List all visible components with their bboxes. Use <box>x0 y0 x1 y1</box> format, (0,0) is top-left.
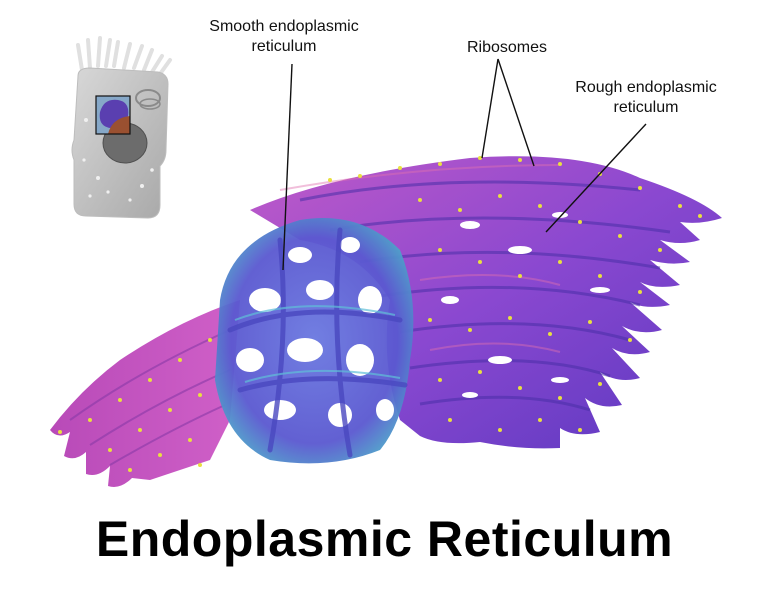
smooth-er-label-line2: reticulum <box>251 38 317 55</box>
smooth-er-pointer <box>282 63 293 271</box>
cell-inset <box>71 36 172 219</box>
microvilli <box>76 36 172 76</box>
ribosome-pointer-2 <box>497 58 535 167</box>
ribosomes-label-line1: Ribosomes <box>466 39 548 56</box>
ribosome-pointer-1 <box>481 58 499 159</box>
diagram-title: Endoplasmic Reticulum <box>95 511 674 567</box>
rough-er-label-line2: reticulum <box>613 99 679 116</box>
rough-er-left <box>50 300 240 487</box>
smooth-er-network <box>215 218 414 464</box>
inset-highlight-box <box>95 95 131 135</box>
rough-er-pointer <box>545 123 647 233</box>
smooth-er-label-line1: Smooth endoplasmic <box>209 18 359 35</box>
leader-lines <box>282 58 647 271</box>
rough-er-label-line1: Rough endoplasmic <box>575 79 717 96</box>
smooth-er-label: Smooth endoplasmic reticulum <box>196 17 372 57</box>
ribosomes-label: Ribosomes <box>452 38 562 58</box>
ribosomes-dots <box>58 156 702 472</box>
rough-er-label: Rough endoplasmic reticulum <box>548 78 744 118</box>
